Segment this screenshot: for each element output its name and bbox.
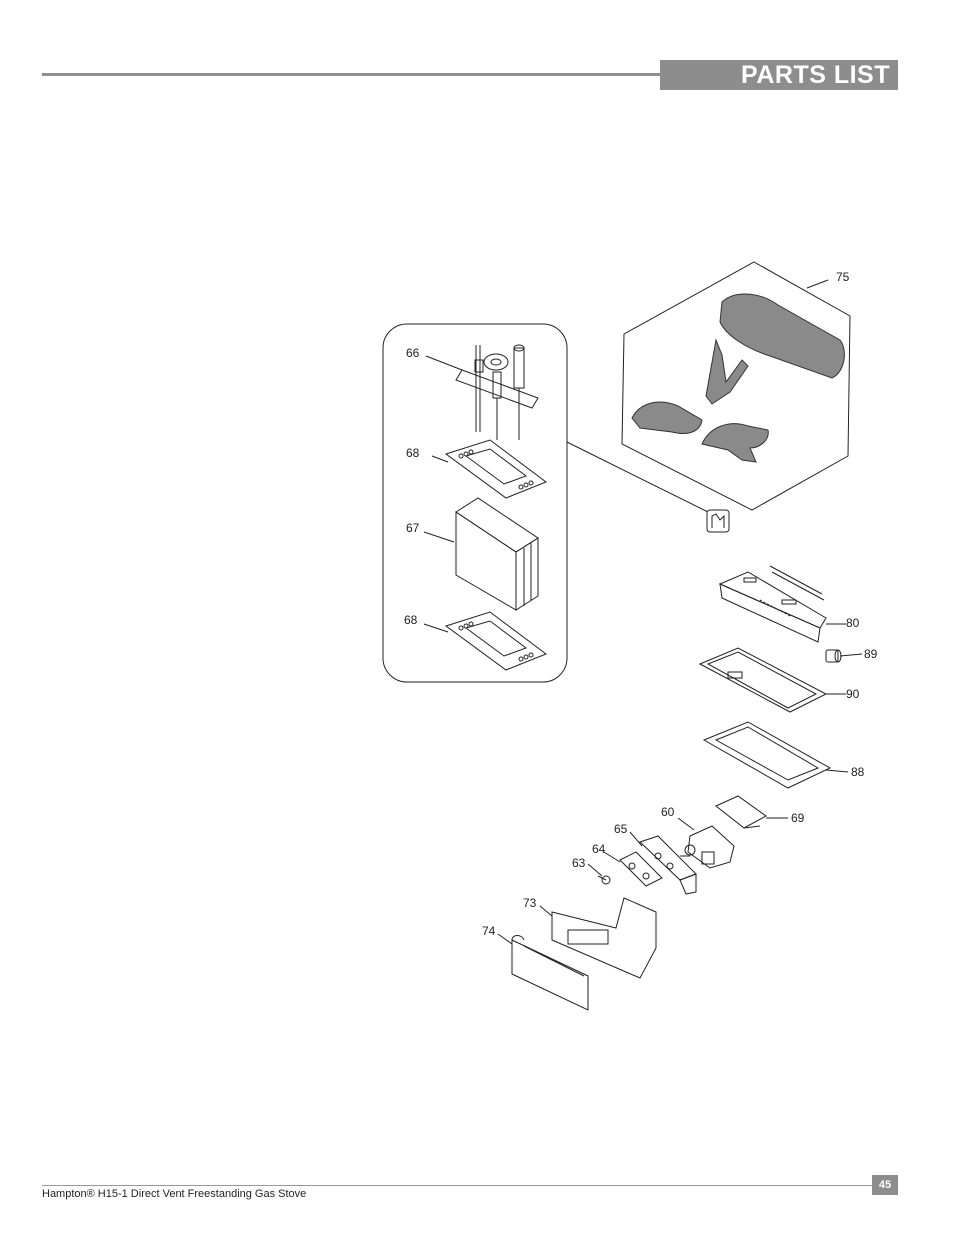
control-plate	[619, 851, 663, 887]
callout-73: 73	[523, 896, 537, 910]
callout-60: 60	[661, 805, 675, 819]
orifice-fitting	[825, 649, 842, 663]
log-pieces	[631, 293, 845, 463]
front-panel	[511, 935, 589, 1011]
gas-valve	[680, 825, 735, 869]
callout-63: 63	[572, 856, 586, 870]
callout-66: 66	[406, 346, 420, 360]
pilot-shield	[455, 497, 539, 611]
callout-68-lower: 68	[404, 613, 418, 627]
burner-tray	[718, 565, 827, 643]
callout-69: 69	[791, 811, 805, 825]
log-set-hexagon	[566, 261, 851, 514]
access-cover	[551, 897, 657, 979]
callout-leaders	[423, 355, 863, 945]
pilot-assembly	[455, 344, 539, 440]
burner-pan	[698, 647, 828, 713]
burner-gasket	[702, 721, 832, 789]
page-title: PARTS LIST	[660, 60, 898, 90]
callout-90: 90	[846, 687, 860, 701]
valve-plate	[639, 835, 697, 895]
callout-89: 89	[864, 647, 878, 661]
gasket-lower	[444, 611, 548, 671]
footer-document-title: Hampton® H15-1 Direct Vent Freestanding …	[42, 1188, 307, 1200]
callout-67: 67	[406, 521, 420, 535]
callout-64: 64	[592, 842, 606, 856]
callout-74: 74	[482, 924, 496, 938]
header-rule	[42, 73, 662, 76]
callout-75: 75	[836, 270, 850, 284]
valve-bracket	[715, 795, 767, 829]
gasket-upper	[444, 439, 548, 499]
callout-65: 65	[614, 822, 628, 836]
log-set-thumbnail	[706, 509, 730, 533]
callout-88: 88	[851, 765, 865, 779]
footer-rule	[42, 1185, 872, 1186]
callout-68-upper: 68	[406, 446, 420, 460]
control-knob	[597, 875, 611, 885]
page-number: 45	[872, 1175, 898, 1195]
callout-labels: 75 66 68 67 68 80 89 90 88 69 60 65 64 6…	[404, 270, 878, 938]
callout-80: 80	[846, 616, 860, 630]
inset-detail-frame	[382, 323, 568, 683]
